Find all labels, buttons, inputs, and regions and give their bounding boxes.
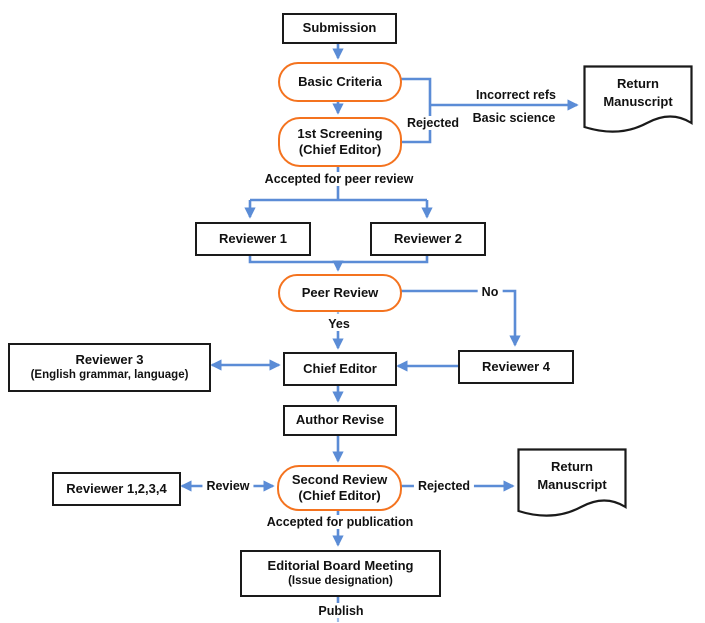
- node-reviewer-1234: Reviewer 1,2,3,4: [52, 472, 181, 506]
- node-basic-criteria: Basic Criteria: [278, 62, 402, 102]
- node-label: Reviewer 4: [482, 358, 550, 374]
- node-first-screening: 1st Screening (Chief Editor): [278, 117, 402, 167]
- document-shape-icon: [583, 65, 693, 133]
- node-label: 1st Screening: [297, 125, 383, 141]
- node-reviewer-1: Reviewer 1: [195, 222, 311, 256]
- node-label: Second Review: [291, 471, 388, 487]
- node-sublabel: (Chief Editor): [298, 142, 382, 157]
- node-submission: Submission: [282, 13, 397, 44]
- node-label: Reviewer 1,2,3,4: [66, 480, 167, 496]
- node-peer-review: Peer Review: [278, 274, 402, 312]
- node-label: Basic Criteria: [298, 73, 382, 89]
- edge-label-rejected-bottom: Rejected: [413, 479, 475, 493]
- node-editorial-board-meeting: Editorial Board Meeting (Issue designati…: [240, 550, 441, 597]
- node-label: Return Manuscript: [603, 76, 673, 109]
- node-label: Peer Review: [301, 284, 379, 300]
- node-second-review: Second Review (Chief Editor): [277, 465, 402, 511]
- node-reviewer-3: Reviewer 3 (English grammar, language): [8, 343, 211, 392]
- edge-label-rejected-top: Rejected: [402, 116, 464, 130]
- node-chief-editor: Chief Editor: [283, 352, 397, 386]
- node-return-manuscript-bottom: Return Manuscript: [517, 448, 627, 527]
- node-label: Reviewer 1: [219, 230, 287, 246]
- node-label: Return Manuscript: [537, 459, 607, 492]
- edge-label-incorrect-refs: Incorrect refs: [476, 88, 556, 102]
- node-sublabel: (Chief Editor): [298, 488, 381, 503]
- node-label: Reviewer 3: [75, 352, 144, 368]
- node-return-manuscript-top: Return Manuscript: [583, 65, 693, 143]
- node-reviewer-2: Reviewer 2: [370, 222, 486, 256]
- node-sublabel: (Issue designation): [288, 575, 393, 588]
- edge-label-accepted-for-publication: Accepted for publication: [262, 515, 418, 529]
- node-sublabel: (English grammar, language): [30, 369, 189, 382]
- node-label: Chief Editor: [303, 360, 377, 376]
- edge-label-basic-science: Basic science: [472, 111, 556, 125]
- node-label: Reviewer 2: [394, 230, 462, 246]
- edge-label-accepted-for-peer-review: Accepted for peer review: [260, 172, 418, 186]
- node-label: Submission: [302, 20, 377, 36]
- node-reviewer-4: Reviewer 4: [458, 350, 574, 384]
- document-shape-icon: [517, 448, 627, 517]
- edge-label-review: Review: [202, 479, 254, 493]
- edge-label-publish: Publish: [314, 604, 368, 618]
- node-label: Editorial Board Meeting: [267, 558, 414, 574]
- node-author-revise: Author Revise: [283, 405, 397, 436]
- node-label: Author Revise: [295, 412, 385, 428]
- edge-label-no: No: [477, 285, 503, 299]
- edge-label-yes: Yes: [324, 317, 354, 331]
